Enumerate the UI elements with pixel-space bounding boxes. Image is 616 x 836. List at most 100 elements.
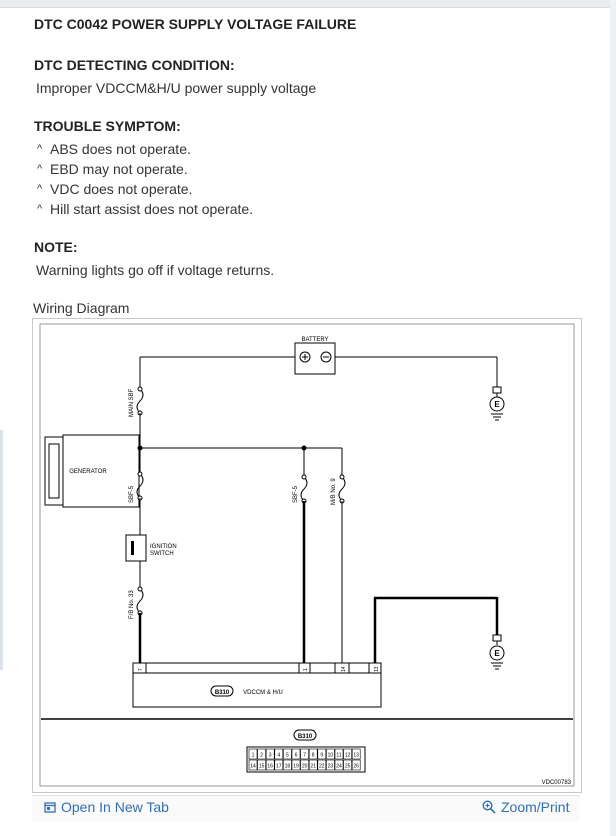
connector-pin-cell: [265, 759, 275, 771]
connector-pin-cell: [257, 748, 266, 760]
ignition-label-1: IGNITION: [150, 544, 177, 550]
symptom-item: ^VDC does not operate.: [34, 179, 253, 199]
condition-text: Improper VDCCM&H/U power supply voltage: [36, 80, 317, 96]
connector-pin-number: 16: [267, 764, 273, 770]
sbf5-right-label: SBF-5: [293, 485, 299, 503]
connector-pin-number: 22: [319, 764, 325, 770]
earth-label: E: [494, 400, 500, 409]
symptom-text: Hill start assist does not operate.: [50, 201, 254, 217]
connector-pin-number: 18: [285, 764, 291, 770]
connector-pin-cell: [291, 759, 301, 771]
connector-pin-number: 2: [260, 753, 263, 759]
connector-pin-cell: [248, 759, 258, 771]
connector-pin-number: 3: [269, 753, 272, 759]
connector-pin-number: 13: [353, 753, 359, 759]
symptom-text: EBD may not operate.: [50, 161, 188, 177]
earth-icon: [489, 645, 505, 661]
connector-pin-cell: [308, 748, 318, 760]
condition-section: DTC DETECTING CONDITION: Improper VDCCM&…: [34, 57, 316, 98]
connector-pin-number: 17: [276, 764, 282, 770]
fuse-main-sbf: [136, 388, 144, 414]
connector-pin-number: 23: [328, 764, 334, 770]
connector-pin-cell: [317, 759, 327, 771]
connector-pin-cell: [300, 759, 309, 771]
connector-pin-cell: [317, 748, 327, 760]
connector-pin-number: 5: [286, 753, 289, 759]
connector-pin-cell: [308, 759, 318, 771]
connector-pin-cell: [283, 748, 292, 760]
connector-pin-cell: [351, 748, 361, 760]
note-section: NOTE: Warning lights go off if voltage r…: [34, 239, 274, 280]
bullet-mark: ^: [37, 183, 43, 195]
connector-pin-cell: [291, 748, 301, 760]
fuse-mb9: [338, 476, 346, 502]
fb33-label: F/B No. 33: [129, 590, 135, 619]
connector-pin-number: 20: [302, 764, 308, 770]
connector-pin-cell: [257, 759, 266, 771]
fuse-sbf5-left: [136, 473, 144, 499]
connector-pin-cell: [300, 748, 309, 760]
connector-pin-cell: [334, 748, 344, 760]
diagram-toolbar: Open In New Tab Zoom/Print: [32, 795, 580, 822]
connector-pin-number: 7: [303, 753, 306, 759]
connector-pin-number: 24: [336, 764, 342, 770]
vdccm-module: [132, 672, 382, 708]
pin-label: 14: [341, 666, 347, 672]
open-new-tab-label: Open In New Tab: [61, 799, 169, 815]
open-new-tab-link[interactable]: Open In New Tab: [44, 799, 169, 815]
symptom-heading: TROUBLE SYMPTOM:: [34, 118, 181, 134]
connector-pin-number: 4: [277, 753, 280, 759]
module-connector-label: B310: [215, 690, 230, 696]
connector-pin-number: 19: [293, 764, 299, 770]
zoom-print-label: Zoom/Print: [501, 799, 570, 815]
connector-code-tag: [293, 729, 317, 741]
connector-pin-cell: [265, 748, 275, 760]
connector-face: [246, 746, 366, 773]
zoom-print-link[interactable]: Zoom/Print: [482, 799, 569, 815]
generator-label: GENERATOR: [69, 469, 107, 475]
connector-pin-cell: [343, 759, 352, 771]
ignition-label-2: SWITCH: [150, 551, 174, 557]
note-text: Warning lights go off if voltage returns…: [36, 262, 275, 278]
diagram-border: [39, 323, 575, 787]
earth-label: E: [494, 649, 500, 658]
main-sbf-label: MAIN SBF: [129, 388, 135, 417]
page-title: DTC C0042 POWER SUPPLY VOLTAGE FAILURE: [34, 16, 357, 32]
earth-icon: [489, 396, 505, 412]
minus-terminal-icon: [320, 351, 332, 363]
connector-pin-number: 12: [345, 753, 351, 759]
wiring-diagram-frame: BATTERY E MAIN SBF GENERATOR SBF-5: [32, 318, 582, 793]
connector-pin-number: 8: [312, 753, 315, 759]
bullet-mark: ^: [37, 163, 43, 175]
plus-terminal-icon: [299, 351, 311, 363]
note-heading: NOTE:: [34, 239, 78, 255]
connector-pin-number: 15: [259, 764, 265, 770]
fuse-fb33: [136, 588, 144, 614]
connector-pin-number: 1: [252, 753, 255, 759]
symptom-item: ^ EBD may not operate.: [34, 159, 253, 179]
connector-pin-number: 11: [336, 753, 341, 759]
connector-pin-cell: [343, 748, 352, 760]
connector-pin-number: 26: [353, 764, 359, 770]
symptom-item: ^ABS does not operate.: [34, 139, 253, 159]
connector-pin-cell: [274, 748, 284, 760]
fuse-sbf5-right: [300, 476, 308, 502]
connector-pin-cell: [326, 748, 335, 760]
condition-heading: DTC DETECTING CONDITION:: [34, 57, 235, 73]
left-edge: [0, 430, 3, 670]
pin-label: 7: [138, 668, 144, 671]
connector-code-label: B310: [298, 734, 313, 740]
battery-label: BATTERY: [301, 337, 328, 343]
connector-pin-cell: [283, 759, 292, 771]
mb9-label: M/B No. 9: [331, 478, 337, 505]
connector-pin-number: 25: [345, 764, 351, 770]
connector-pin-number: 21: [310, 764, 316, 770]
connector-pin-cell: [326, 759, 335, 771]
connector-tag: [210, 685, 234, 697]
module-name-label: VDCCM & H/U: [243, 690, 283, 696]
scrollbar-track[interactable]: [610, 0, 616, 836]
zoom-icon: [482, 800, 496, 814]
connector-pin-number: 14: [250, 764, 256, 770]
